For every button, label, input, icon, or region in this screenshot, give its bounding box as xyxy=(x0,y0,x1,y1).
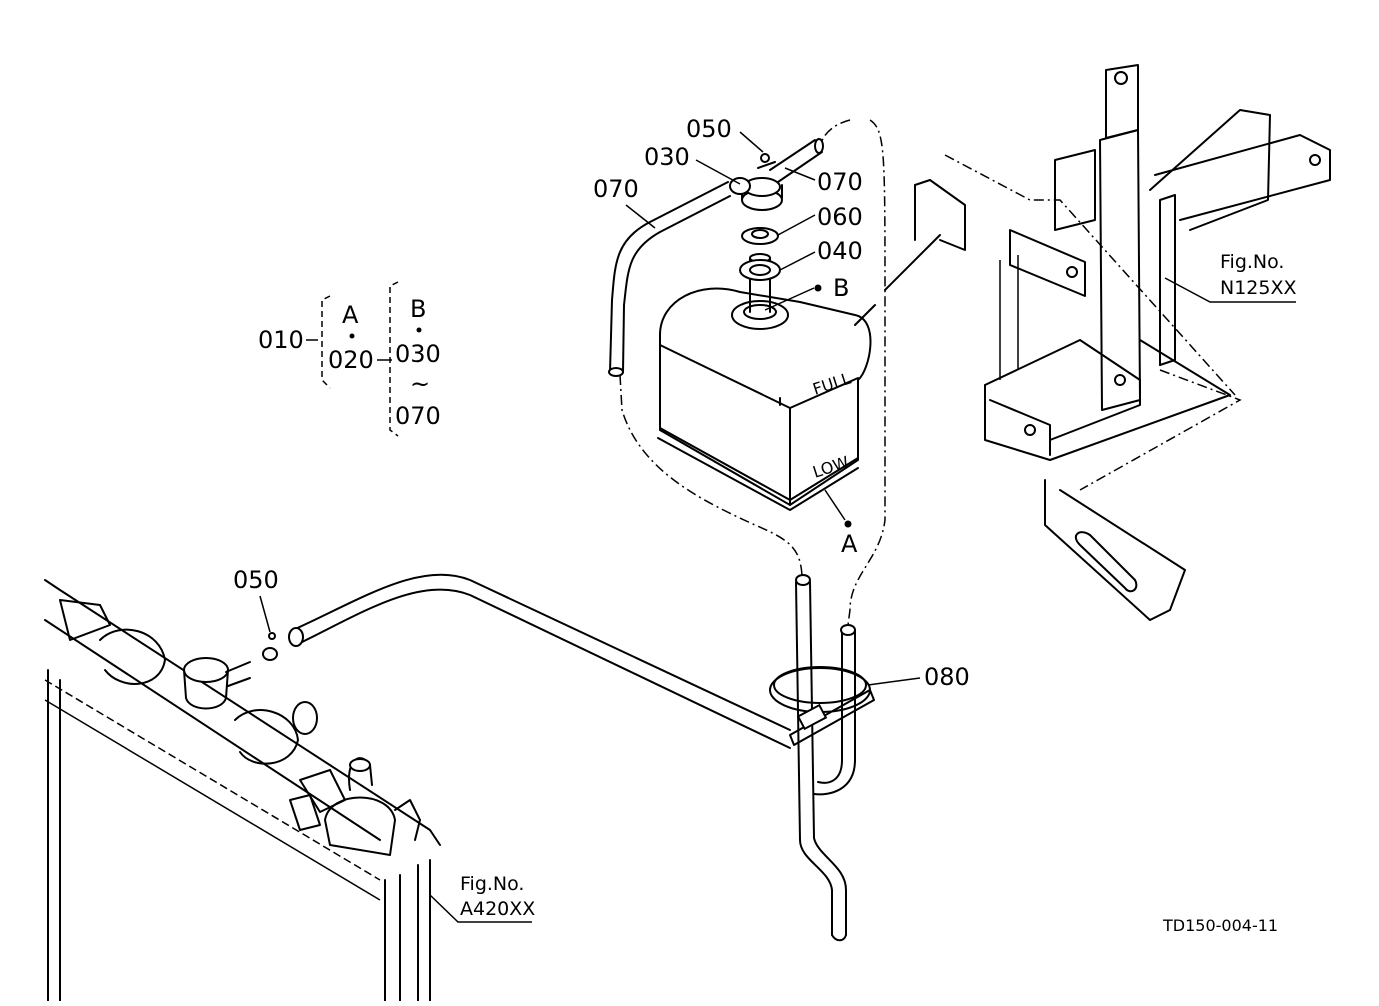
cap-assembly xyxy=(729,153,783,313)
callout-080: 080 xyxy=(924,663,970,691)
cable-tie xyxy=(769,666,921,746)
legend-020: 020 xyxy=(328,346,374,374)
legend-group-b: B xyxy=(410,295,426,323)
mounting-bracket: Fig.No. N125XX xyxy=(854,64,1331,621)
radiator-fig-label: Fig.No. xyxy=(460,873,524,895)
callout-point-b: B xyxy=(833,274,849,302)
callout-070-right: 070 xyxy=(817,168,863,196)
gasket-060 xyxy=(741,227,779,245)
callout-060: 060 xyxy=(817,203,863,231)
legend-range: ~ xyxy=(410,370,430,398)
callout-050-top: 050 xyxy=(686,115,732,143)
washer-040 xyxy=(739,259,781,281)
radiator: Fig.No. A420XX xyxy=(44,579,535,1002)
callout-040: 040 xyxy=(817,237,863,265)
radiator-fig-code: A420XX xyxy=(460,898,535,920)
legend-070: 070 xyxy=(395,402,441,430)
legend-group-a: A xyxy=(342,301,359,329)
hose-clip-bottom xyxy=(262,632,278,661)
callouts: 050 030 070 070 060 040 B A 050 080 xyxy=(233,115,970,691)
reserve-tank: FULL LOW xyxy=(657,287,872,511)
vent-hose xyxy=(608,138,824,377)
callout-point-a: A xyxy=(841,530,858,558)
overflow-hose xyxy=(288,573,856,942)
callout-030: 030 xyxy=(644,143,690,171)
bracket-fig-label: Fig.No. xyxy=(1220,251,1284,273)
drawing-code: TD150-004-11 xyxy=(1162,916,1278,935)
legend-010: 010 xyxy=(258,326,304,354)
bracket-fig-code: N125XX xyxy=(1220,277,1297,299)
callout-050-bottom: 050 xyxy=(233,566,279,594)
assembly-legend: 010 A 020 B 030 ~ 070 xyxy=(258,281,441,437)
clip-050 xyxy=(760,153,770,163)
radiator-leader-line xyxy=(429,894,532,923)
legend-030: 030 xyxy=(395,340,441,368)
bracket-leader-line xyxy=(1164,277,1296,303)
callout-070-left: 070 xyxy=(593,175,639,203)
